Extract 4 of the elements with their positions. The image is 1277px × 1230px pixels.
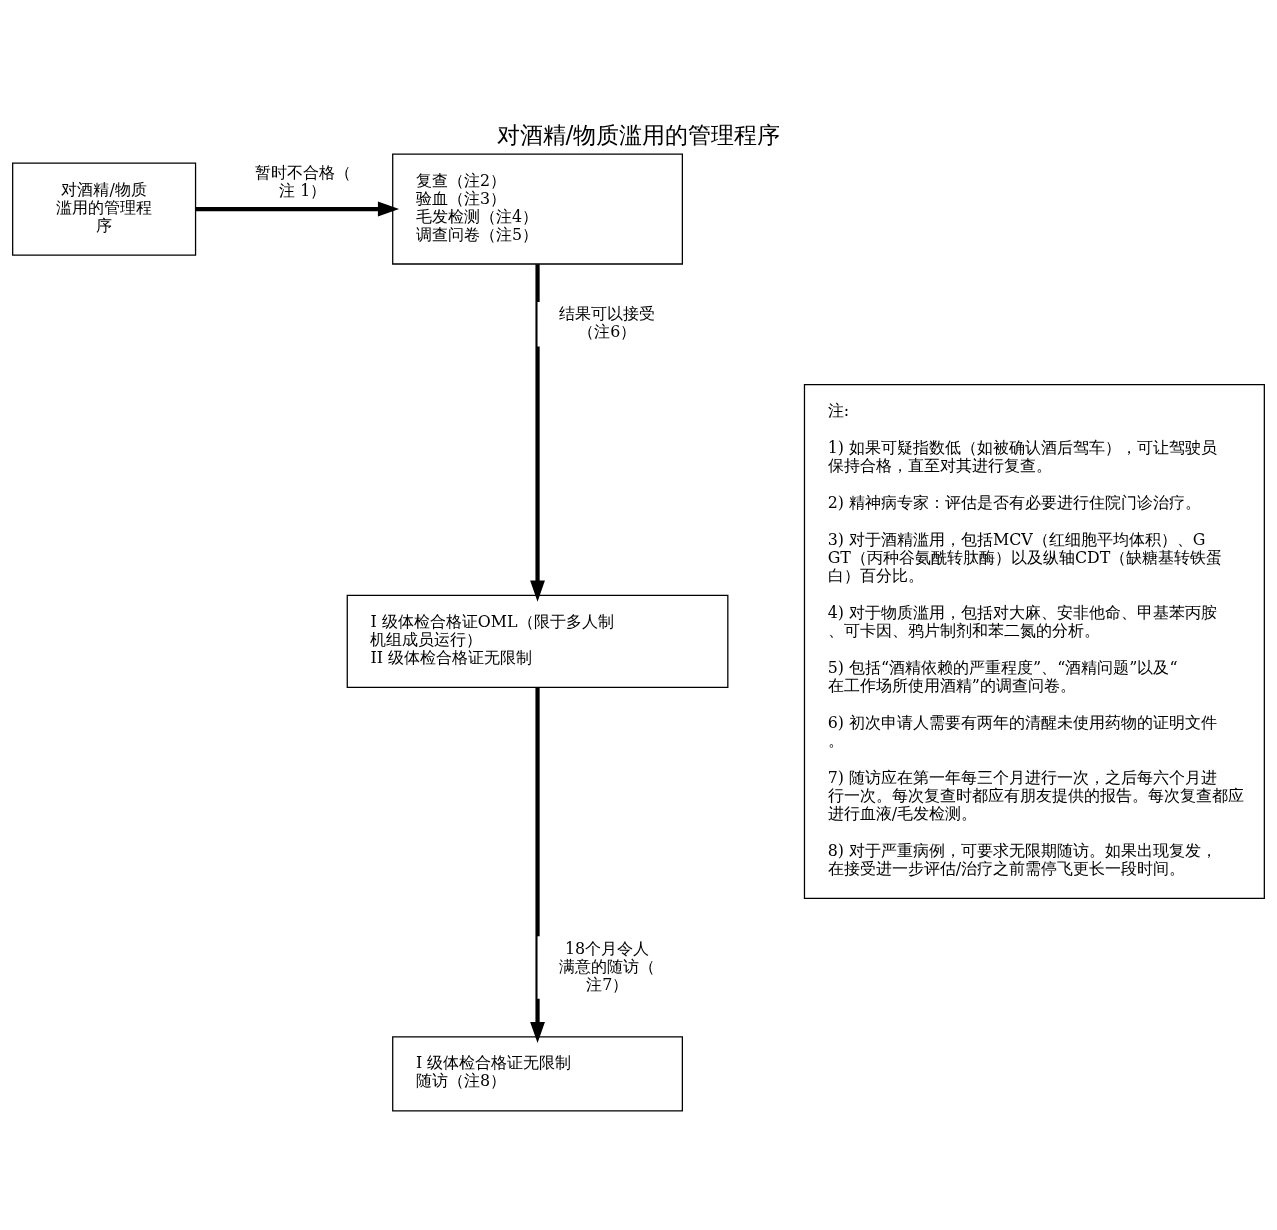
diagram-title: 对酒精/物质滥用的管理程序 [496,120,781,148]
edge-label: 结果可以接受（注6） [559,303,656,341]
edge-label: 暂时不合格（注 1） [255,162,352,200]
edge-label: 18个月令人满意的随访（注7） [559,938,656,994]
